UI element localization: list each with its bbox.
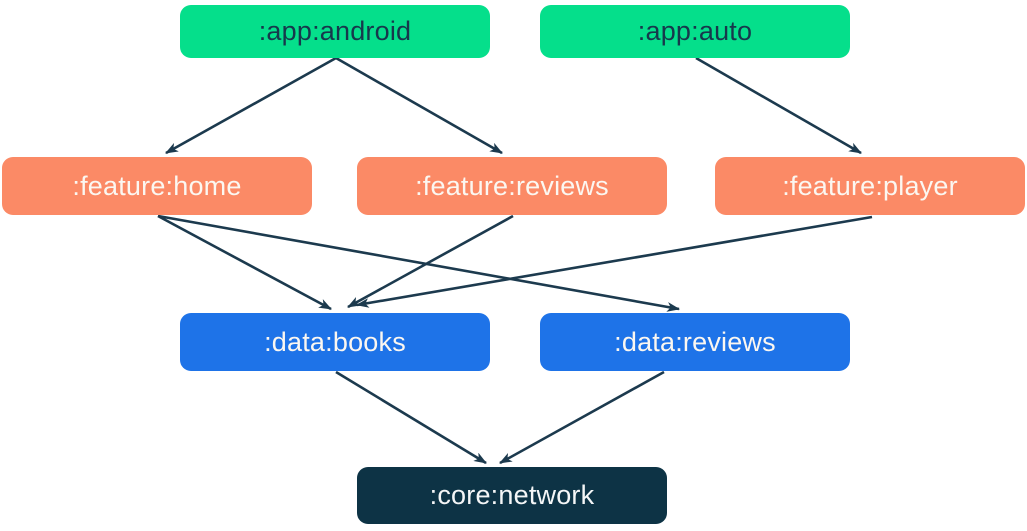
node-app-android: :app:android [180,5,490,58]
edge-featurehome-to-datareviews [157,214,681,312]
edge-databooks-to-corenetwork [335,370,487,465]
node-feature-home: :feature:home [2,157,312,215]
node-feature-reviews: :feature:reviews [357,157,667,215]
edge-datareviews-to-corenetwork [499,370,665,465]
edge-appauto-to-featureplayer [695,56,862,155]
node-data-reviews: :data:reviews [540,313,850,371]
node-app-auto: :app:auto [540,5,850,58]
node-label-app-auto: :app:auto [637,16,753,46]
node-label-core-network: :core:network [429,480,595,510]
edge-appandroid-to-featurereviews [335,56,503,155]
edge-featurehome-to-databooks [157,214,332,311]
node-core-network: :core:network [357,467,667,524]
node-label-data-books: :data:books [264,326,406,357]
node-label-feature-home: :feature:home [72,170,242,201]
edge-featureplayer-to-databooks [355,215,873,308]
node-label-app-android: :app:android [258,16,412,46]
edge-appandroid-to-featurehome [165,56,337,155]
node-feature-player: :feature:player [715,157,1025,215]
node-label-feature-player: :feature:player [782,170,958,201]
node-label-feature-reviews: :feature:reviews [415,170,609,201]
edge-featurereviews-to-databooks [347,214,514,309]
node-label-data-reviews: :data:reviews [614,326,776,357]
node-data-books: :data:books [180,313,490,371]
